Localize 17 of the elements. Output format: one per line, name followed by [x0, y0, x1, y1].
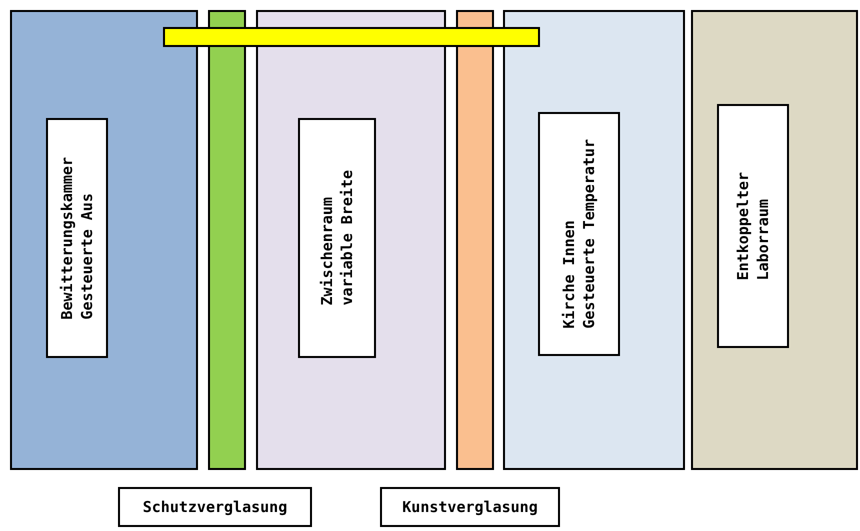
glazing-label: Schutzverglasung	[118, 487, 312, 527]
glazing-label: Kunstverglasung	[380, 487, 560, 527]
room-label: Bewitterungskammer	[57, 156, 77, 320]
room-label: Zwischenraum	[317, 196, 337, 306]
glazing-bar	[163, 27, 540, 47]
chamber-panel	[10, 10, 198, 470]
chamber-panel	[256, 10, 446, 470]
room-label: Kirche Innen	[559, 219, 579, 329]
chamber-panel	[691, 10, 858, 470]
glass-layer	[456, 10, 494, 470]
room-label: Gesteuerte Aus	[77, 192, 97, 320]
glass-layer	[208, 10, 246, 470]
room-label: Entkoppelter	[733, 172, 753, 280]
room-label: Laborraum	[753, 198, 773, 280]
chamber-panel	[503, 10, 685, 470]
room-label: variable Breite	[337, 170, 357, 306]
room-label: Gesteuerte Temperatur	[579, 139, 599, 329]
